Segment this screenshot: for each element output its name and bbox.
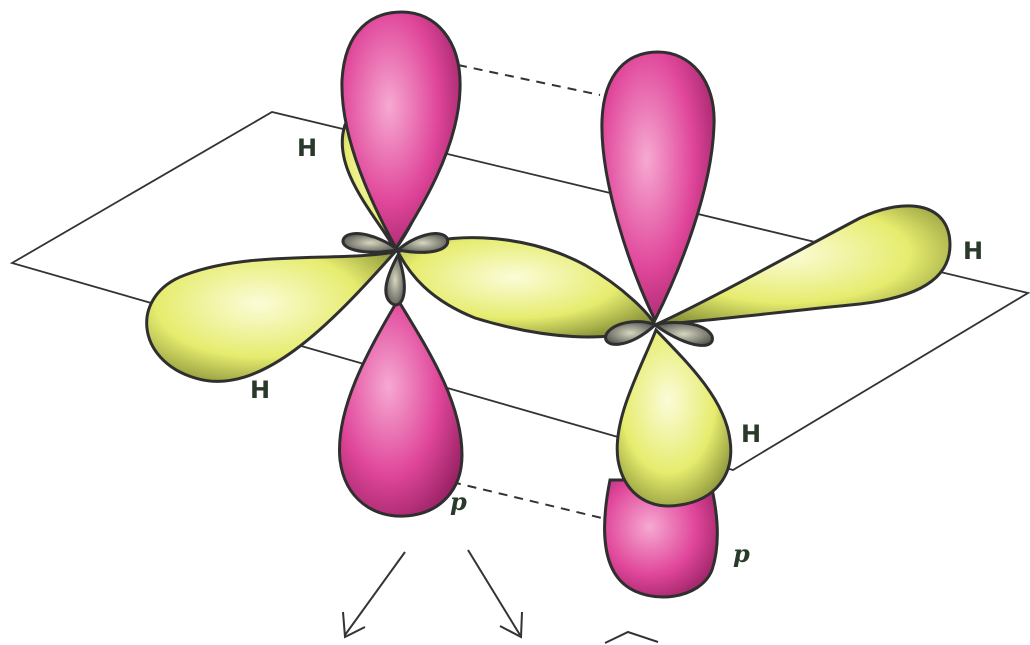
sigma-bond-lobe bbox=[398, 238, 655, 337]
right-p-lobe-top bbox=[602, 52, 714, 320]
pi-bond-dash-bottom bbox=[452, 482, 610, 520]
label-p-left: p bbox=[450, 487, 467, 516]
label-h-bottom-right: H bbox=[741, 420, 761, 448]
arrow-right-shaft bbox=[468, 550, 520, 635]
pi-bond-dash-top bbox=[458, 65, 600, 95]
label-h-bottom-left: H bbox=[250, 376, 270, 404]
right-sp2-lobe-right bbox=[655, 206, 950, 325]
left-p-lobe-bottom bbox=[339, 300, 462, 516]
label-p-right: p bbox=[733, 539, 750, 568]
left-small-lobe-3 bbox=[386, 255, 405, 305]
partial-line-bottom bbox=[605, 632, 658, 643]
label-h-right: H bbox=[963, 237, 983, 265]
left-p-lobe-top bbox=[342, 12, 460, 248]
right-sp2-lobe-down bbox=[617, 330, 731, 506]
arrow-left-shaft bbox=[345, 552, 405, 635]
label-h-top-left: H bbox=[297, 134, 317, 162]
